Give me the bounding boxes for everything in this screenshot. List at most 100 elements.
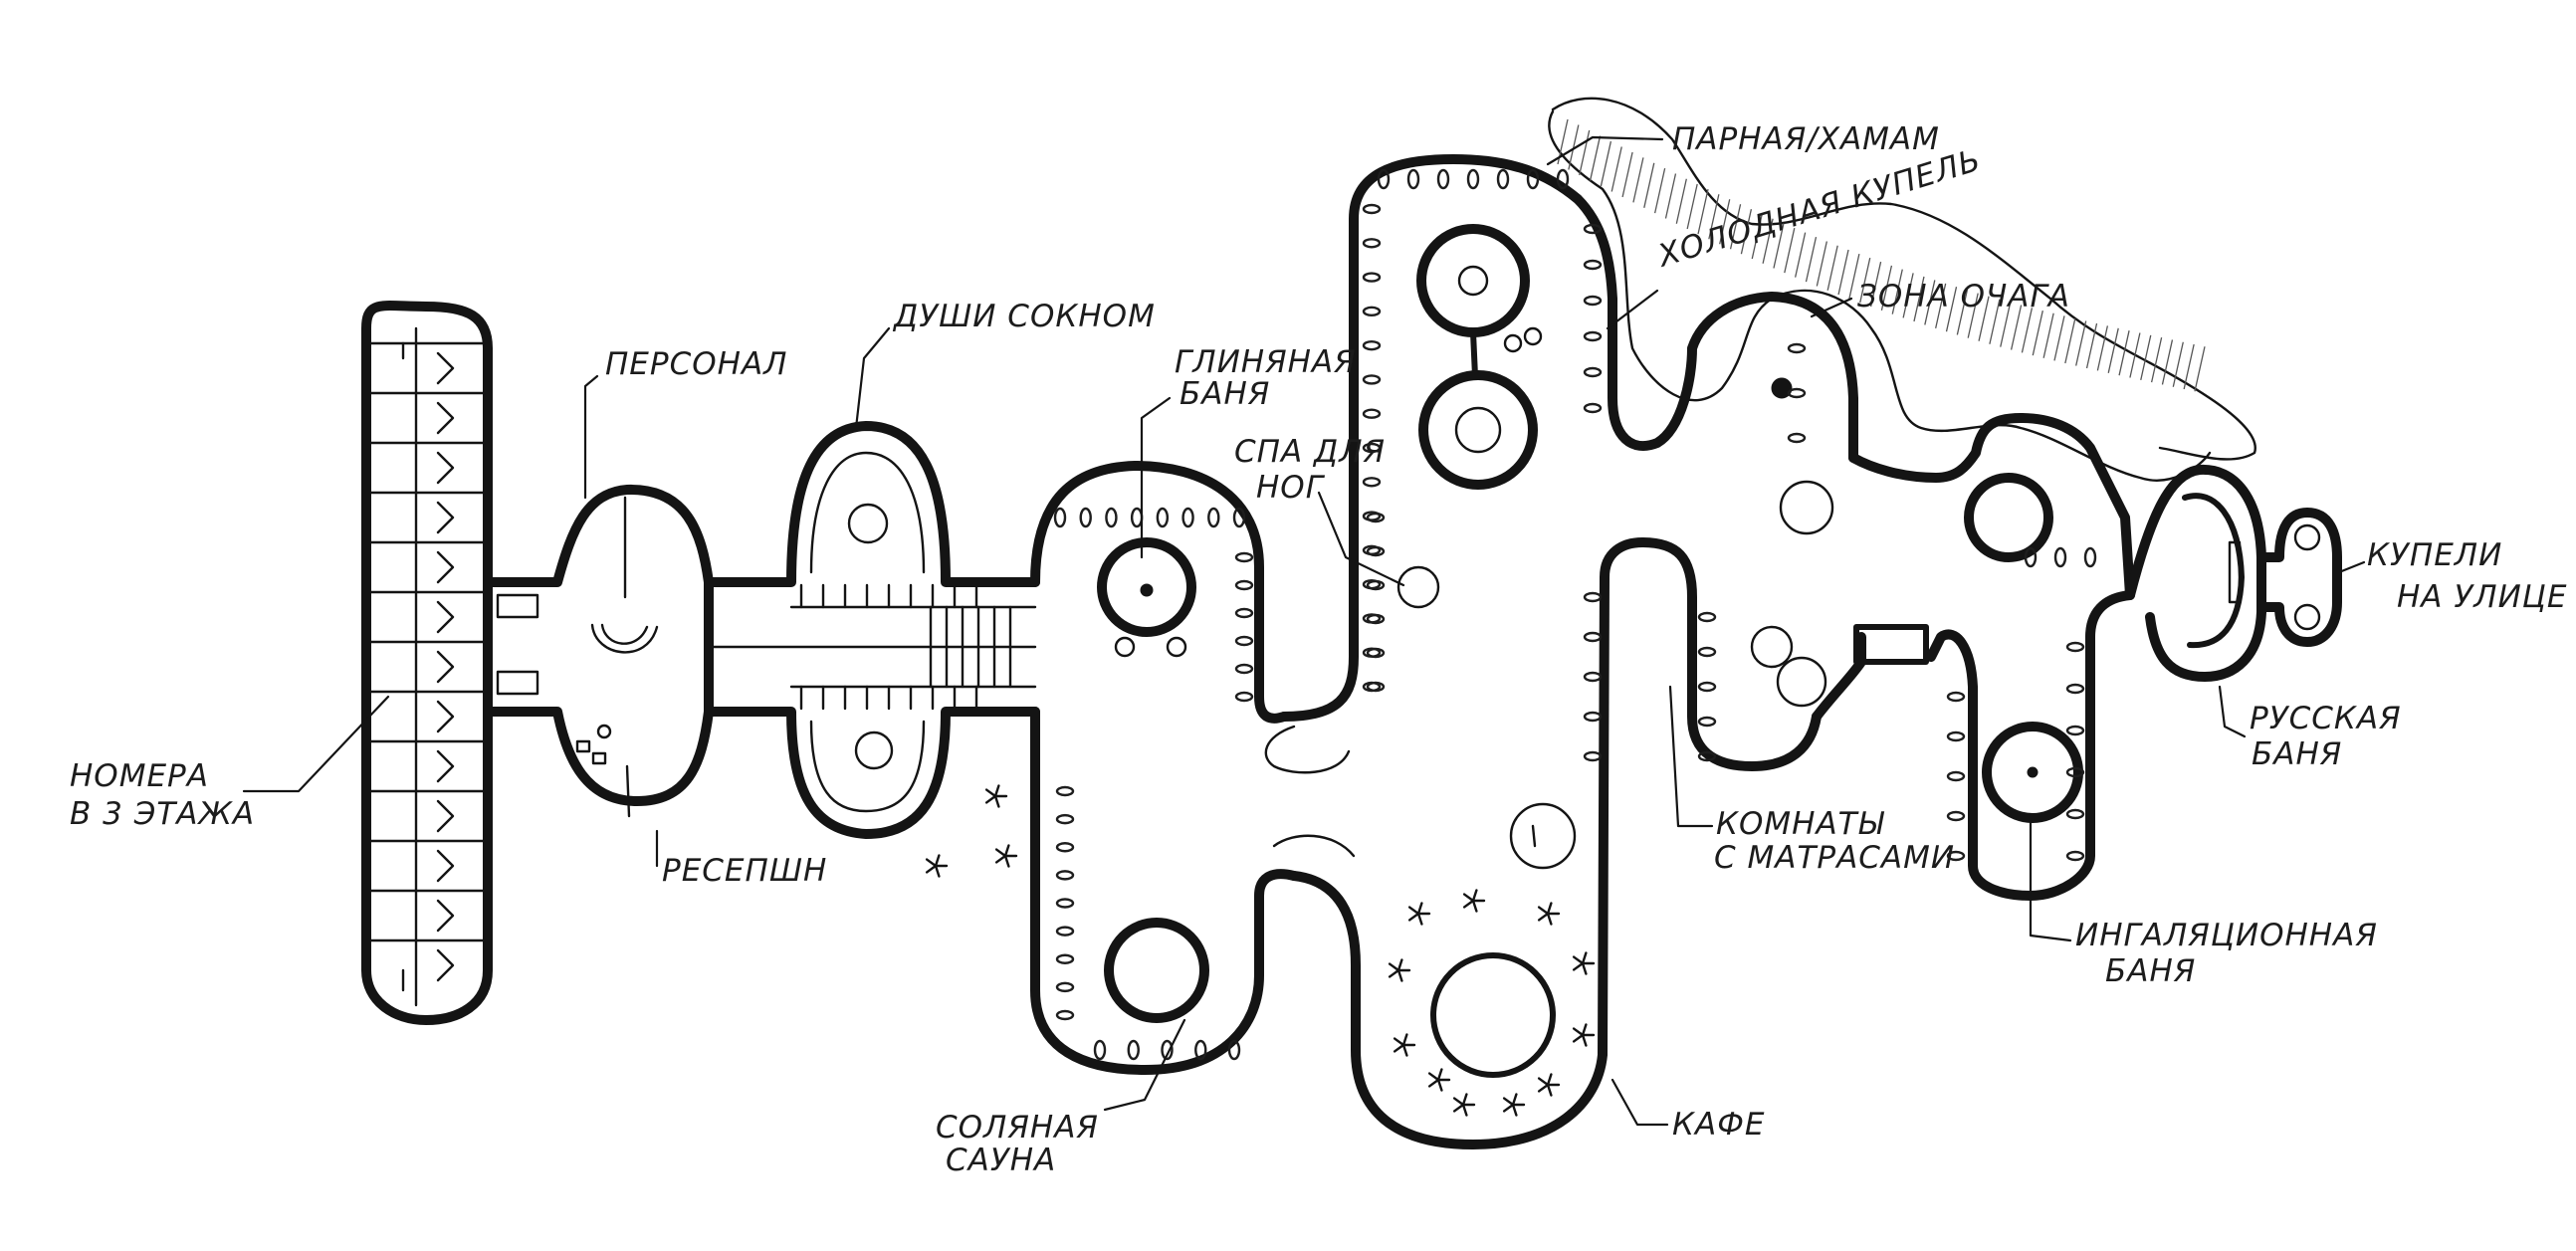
room-door-mark xyxy=(436,948,455,982)
label-cold-plunge: ХОЛОДНАЯ КУПЕЛЬ xyxy=(1652,142,1986,275)
label-outdoor-plunges-line2: НА УЛИЦЕ xyxy=(2397,579,2567,615)
eastern-wing xyxy=(1848,413,2342,823)
plant-mark xyxy=(1572,951,1596,975)
bench-mark xyxy=(1583,591,1603,603)
leaf-stroke xyxy=(1511,1093,1518,1107)
bench-mark xyxy=(1583,330,1603,342)
bench-mark xyxy=(1234,551,1254,563)
hatch-stroke xyxy=(1686,183,1698,230)
hatch-stroke xyxy=(2140,334,2152,380)
leaf-stroke xyxy=(1452,1097,1465,1107)
showers-lobe xyxy=(704,421,1040,839)
bench-mark xyxy=(1697,750,1717,762)
hatch-stroke xyxy=(2000,302,2012,347)
leaf-stroke xyxy=(1537,912,1550,922)
hatch-stroke xyxy=(1967,293,1979,338)
label-inhalation-bath-line1: ИНГАЛЯЦИОННАЯ xyxy=(2075,918,2378,953)
room-door-mark xyxy=(436,501,455,534)
bench-mark xyxy=(1377,168,1391,190)
bench-mark xyxy=(1362,408,1382,419)
hatch-stroke xyxy=(1913,276,1925,322)
label-steam-hammam: ПАРНАЯ/ХАМАМ xyxy=(1672,121,1940,157)
bench-mark xyxy=(1466,168,1480,190)
bench-mark xyxy=(1234,691,1254,703)
hatch-stroke xyxy=(1579,129,1591,176)
label-outdoor-plunges-line1: КУПЕЛИ xyxy=(2367,537,2502,573)
bench-mark xyxy=(1362,203,1382,215)
hatch-stroke xyxy=(2053,315,2065,361)
bench-mark xyxy=(1055,926,1075,937)
bench-mark xyxy=(1227,1039,1241,1061)
bench-mark xyxy=(2065,850,2085,862)
label-inhalation-bath-line2: БАНЯ xyxy=(2105,953,2196,989)
label-reception: РЕСЕПШН xyxy=(662,853,827,889)
leaf-stroke xyxy=(1416,912,1423,926)
leaf-stroke xyxy=(993,784,1000,798)
leaf-stroke xyxy=(1393,1043,1405,1053)
bench-mark xyxy=(1366,647,1386,659)
bench-mark xyxy=(1055,785,1075,797)
label-salt-sauna-line1: СОЛЯНАЯ xyxy=(936,1110,1099,1146)
room-door-mark xyxy=(436,849,455,883)
bench-mark xyxy=(1946,730,1966,742)
hatch-stroke xyxy=(2096,325,2109,371)
leaf-stroke xyxy=(1396,958,1403,972)
plant-mark xyxy=(1537,1073,1561,1097)
bench-mark xyxy=(1496,168,1510,190)
hatch-stroke xyxy=(1643,162,1655,208)
hatch-stroke xyxy=(1826,245,1838,291)
leaf-stroke xyxy=(1502,1097,1515,1107)
bench-mark xyxy=(1161,1039,1174,1061)
hatch-stroke xyxy=(1675,178,1687,224)
hatch-stroke xyxy=(1600,140,1612,187)
leaf-stroke xyxy=(1396,968,1403,982)
plant-mark xyxy=(1572,1023,1596,1047)
hatch-stroke xyxy=(1589,135,1602,181)
bench-mark xyxy=(1583,750,1603,762)
leaf-stroke xyxy=(1003,844,1010,858)
hotel-rooms-wing xyxy=(361,301,493,1025)
leaf-stroke xyxy=(1546,912,1553,926)
leaf-stroke xyxy=(1546,902,1553,916)
bench-mark xyxy=(1787,432,1807,444)
bench-mark xyxy=(1234,607,1254,619)
hatch-stroke xyxy=(2118,330,2130,376)
bench-mark xyxy=(1194,1039,1207,1061)
bench-mark xyxy=(2065,725,2085,736)
room-door-mark xyxy=(436,799,455,833)
plant-mark xyxy=(1427,1068,1451,1092)
hatch-stroke xyxy=(1902,273,1914,318)
leaf-stroke xyxy=(934,854,941,868)
plant-mark xyxy=(1393,1033,1416,1057)
bench-mark xyxy=(1232,507,1246,528)
bench-mark xyxy=(1105,507,1118,528)
bench-mark xyxy=(1362,339,1382,351)
room-door-mark xyxy=(436,550,455,584)
bench-mark xyxy=(1366,613,1386,625)
bench-mark xyxy=(2053,546,2067,568)
hatch-stroke xyxy=(2010,305,2023,350)
room-door-mark xyxy=(436,401,455,435)
hatch-stroke xyxy=(2150,337,2163,383)
bench-mark xyxy=(2065,641,2085,653)
leaf-stroke xyxy=(1462,893,1475,903)
plant-mark xyxy=(994,844,1018,868)
hatch-stroke xyxy=(1729,204,1742,250)
leaf-stroke xyxy=(1407,912,1420,922)
leaf-stroke xyxy=(1416,902,1423,916)
bench-mark xyxy=(1436,168,1450,190)
leaf-stroke xyxy=(1546,1083,1553,1097)
plant-mark xyxy=(1452,1093,1476,1117)
bench-mark xyxy=(1697,646,1717,658)
leaf-stroke xyxy=(1427,1078,1440,1088)
bench-mark xyxy=(1406,168,1420,190)
hatch-stroke xyxy=(1773,223,1785,269)
leaf-stroke xyxy=(1537,906,1550,916)
leaf-stroke xyxy=(934,864,941,878)
label-clay-bath-line2: БАНЯ xyxy=(1180,376,1270,412)
leaf-stroke xyxy=(1461,1103,1468,1117)
leaf-stroke xyxy=(993,794,1000,808)
bench-mark xyxy=(1697,611,1717,623)
hatch-stroke xyxy=(1632,157,1644,203)
plant-mark xyxy=(1537,902,1561,926)
